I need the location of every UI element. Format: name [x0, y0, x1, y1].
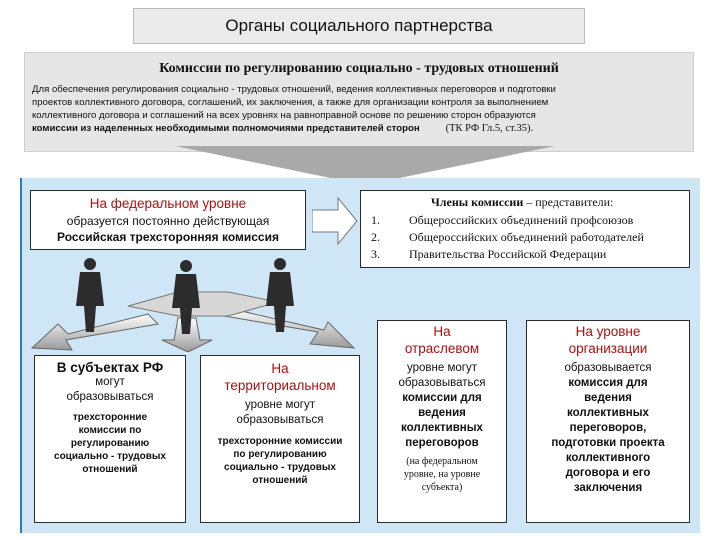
- sectoral-note: уровне, на уровне: [378, 468, 506, 481]
- territorial-line: уровне могут: [201, 398, 359, 413]
- territorial-bold-line: отношений: [201, 474, 359, 487]
- territorial-bold-line: по регулированию: [201, 448, 359, 461]
- members-title-bold: Члены комиссии: [431, 195, 523, 209]
- organization-bold-line: переговоров,: [527, 421, 689, 436]
- sectoral-note: субъекта): [378, 481, 506, 494]
- partners-illustration: [28, 252, 368, 352]
- subjects-heading: В субъектах РФ: [35, 360, 185, 375]
- federal-level-box: На федеральном уровне образуется постоян…: [30, 190, 306, 250]
- members-title: Члены комиссии – представители:: [431, 195, 613, 210]
- commission-members-box: Члены комиссии – представители: 1.Общеро…: [360, 190, 690, 268]
- sectoral-heading: отраслевом: [378, 340, 506, 357]
- territorial-line: образовываться: [201, 413, 359, 428]
- territorial-heading: На: [201, 360, 359, 377]
- subjects-bold-line: трехсторонние: [35, 411, 185, 424]
- commission-description: Для обеспечения регулирования социально …: [32, 83, 685, 135]
- organization-line: образовывается: [527, 361, 689, 376]
- sectoral-level-box: На отраслевом уровне могут образовыватьс…: [377, 320, 507, 523]
- sectoral-bold-line: ведения: [378, 406, 506, 421]
- organization-level-box: На уровне организации образовывается ком…: [526, 320, 690, 523]
- commission-line-bold: комиссии из наделенных необходимыми полн…: [32, 123, 420, 134]
- federal-commission-name: Российская трехсторонняя комиссия: [31, 230, 305, 244]
- subjects-bold-line: отношений: [35, 463, 185, 476]
- subjects-bold-line: комиссии по: [35, 424, 185, 437]
- territorial-heading: территориальном: [201, 377, 359, 394]
- organization-bold-line: ведения: [527, 391, 689, 406]
- subjects-line: образовываться: [35, 390, 185, 405]
- organization-bold-line: коллективных: [527, 406, 689, 421]
- right-arrow-icon: [312, 196, 358, 246]
- page-title: Органы социального партнерства: [133, 8, 585, 44]
- sectoral-line: образовываться: [378, 376, 506, 391]
- subjects-bold-line: социально - трудовых: [35, 450, 185, 463]
- sectoral-heading: На: [378, 323, 506, 340]
- organization-bold-line: заключения: [527, 481, 689, 496]
- territorial-level-box: На территориальном уровне могут образовы…: [200, 355, 360, 523]
- sectoral-line: уровне могут: [378, 361, 506, 376]
- organization-bold-line: подготовки проекта: [527, 436, 689, 451]
- commission-block: Комиссии по регулированию социально - тр…: [24, 52, 694, 152]
- commission-line: коллективного договора и соглашений на в…: [32, 109, 685, 122]
- organization-bold-line: договора и его: [527, 466, 689, 481]
- subjects-line: могут: [35, 375, 185, 390]
- subjects-bold-line: регулированию: [35, 437, 185, 450]
- federal-line: образуется постоянно действующая: [31, 214, 305, 228]
- member-item: 3.Правительства Российской Федерации: [371, 247, 606, 262]
- federal-heading: На федеральном уровне: [31, 196, 305, 211]
- member-item: 2.Общероссийских объединений работодател…: [371, 230, 644, 245]
- commission-line: Для обеспечения регулирования социально …: [32, 83, 685, 96]
- commission-line: проектов коллективного договора, соглаше…: [32, 96, 685, 109]
- sectoral-bold-line: комиссии для: [378, 391, 506, 406]
- sectoral-bold-line: переговоров: [378, 436, 506, 451]
- members-title-rest: – представители:: [523, 195, 613, 209]
- organization-bold-line: комиссия для: [527, 376, 689, 391]
- territorial-bold-line: трехсторонние комиссии: [201, 435, 359, 448]
- organization-bold-line: коллективного: [527, 451, 689, 466]
- person-figure-icon: [76, 258, 104, 332]
- sectoral-bold-line: коллективных: [378, 421, 506, 436]
- organization-heading: организации: [527, 340, 689, 357]
- commission-heading: Комиссии по регулированию социально - тр…: [25, 61, 693, 77]
- territorial-bold-line: социально - трудовых: [201, 461, 359, 474]
- member-item: 1.Общероссийских объединений профсоюзов: [371, 213, 633, 228]
- law-reference: (ТК РФ Гл.5, ст.35).: [446, 123, 533, 134]
- subjects-level-box: В субъектах РФ могут образовываться трех…: [34, 355, 186, 523]
- sectoral-note: (на федеральном: [378, 455, 506, 468]
- organization-heading: На уровне: [527, 323, 689, 340]
